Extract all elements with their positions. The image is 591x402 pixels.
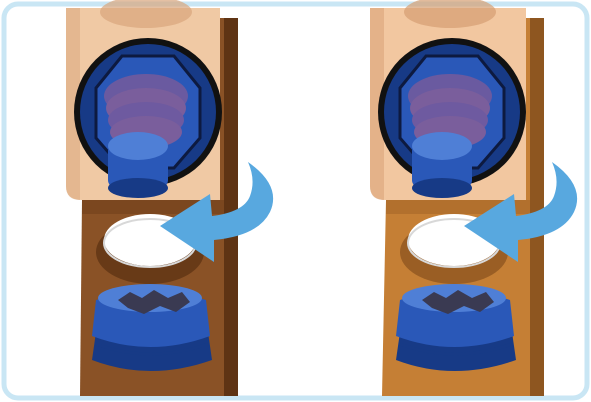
left-panel [66, 0, 273, 396]
nut-icon [92, 284, 212, 371]
right-panel [370, 0, 577, 396]
nut-icon [396, 284, 516, 371]
